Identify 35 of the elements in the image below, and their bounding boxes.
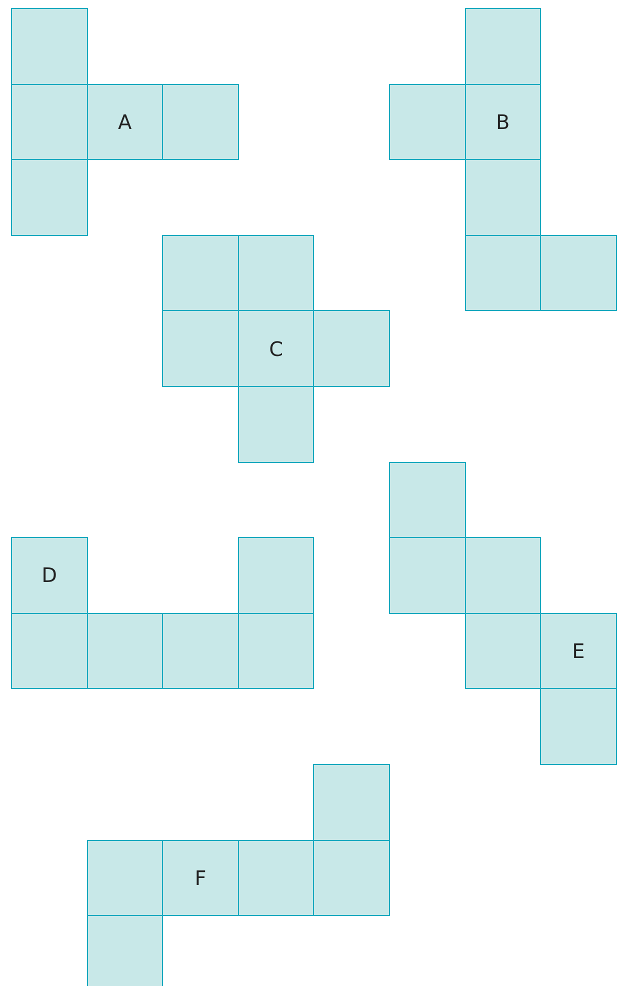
net-square — [162, 84, 239, 160]
net-square — [162, 310, 239, 387]
net-square — [313, 840, 390, 916]
net-square: F — [162, 840, 239, 916]
net-square — [540, 688, 617, 765]
net-square — [162, 612, 239, 690]
net-square — [11, 159, 88, 236]
net-square — [238, 840, 314, 916]
net-square: D — [11, 537, 88, 614]
net-square — [11, 84, 88, 160]
net-square — [238, 537, 314, 614]
net-square — [389, 462, 466, 538]
net-square — [464, 159, 542, 236]
net-square — [86, 612, 164, 690]
net-square — [389, 537, 466, 614]
net-square — [162, 234, 239, 312]
net-square: E — [540, 612, 617, 690]
net-square — [464, 612, 542, 690]
net-square: C — [238, 310, 314, 387]
net-square — [464, 8, 542, 85]
net-square: B — [464, 84, 542, 160]
net-square: A — [86, 84, 164, 160]
net-square — [389, 84, 466, 160]
net-square — [238, 234, 314, 312]
net-square — [464, 537, 542, 614]
net-square — [313, 310, 390, 387]
net-square — [464, 234, 542, 312]
net-square — [86, 915, 164, 986]
net-square — [86, 840, 164, 916]
net-square — [313, 764, 390, 841]
net-square — [11, 612, 88, 690]
net-square — [11, 8, 88, 85]
net-square — [540, 234, 617, 312]
net-square — [238, 386, 314, 463]
net-square — [238, 612, 314, 690]
